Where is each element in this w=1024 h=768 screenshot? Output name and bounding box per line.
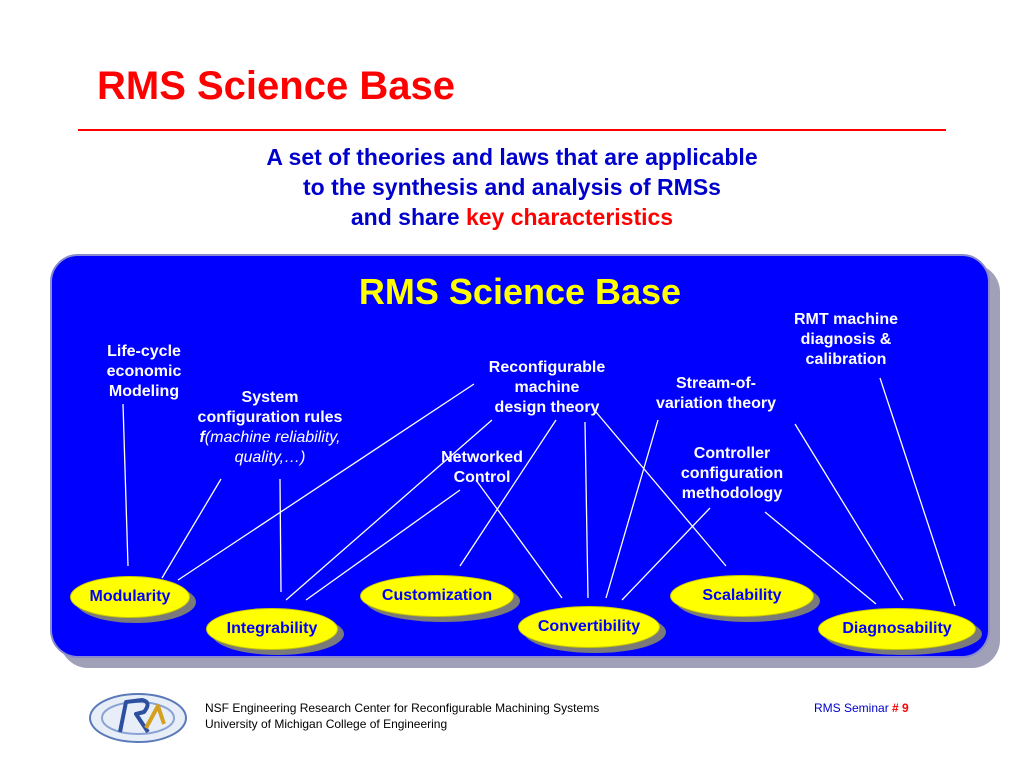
theory-controller-line-1: Controller <box>693 445 771 462</box>
theory-reconfig-line-1: Reconfigurable <box>488 359 606 376</box>
pill-convertibility-label: Convertibility <box>537 618 641 635</box>
pill-diagnosability-label: Diagnosability <box>842 620 952 637</box>
subtitle-key-characteristics: key characteristics <box>465 204 674 230</box>
subtitle-line-3: and share key characteristics <box>0 202 1024 232</box>
theory-networked-line-1: Networked <box>441 449 523 466</box>
footer-institution: NSF Engineering Research Center for Reco… <box>205 700 599 732</box>
theory-lifecycle-line-3: Modeling <box>108 383 180 400</box>
subtitle-line-1: A set of theories and laws that are appl… <box>266 144 758 170</box>
subtitle-line-3-plain: and share <box>350 204 466 230</box>
pill-integrability-label: Integrability <box>226 620 318 637</box>
theory-sysconfig-line-2: configuration rules <box>197 409 343 426</box>
theory-sysconfig-line-1: System <box>241 389 299 406</box>
theory-controller-configuration: Controller configuration methodology <box>662 444 802 504</box>
diagram-panel <box>50 254 990 658</box>
theory-rmt-line-1: RMT machine <box>793 311 898 328</box>
theory-controller-line-2: configuration <box>680 465 784 482</box>
line-networked-integrability <box>305 489 461 601</box>
pill-diagnosability: Diagnosability <box>818 608 976 650</box>
theory-reconfigurable-machine-design: Reconfigurable machine design theory <box>470 358 624 418</box>
line-networked-convertibility <box>475 479 563 599</box>
theory-rmt-machine-diagnosis: RMT machine diagnosis & calibration <box>774 310 918 370</box>
theory-lifecycle-line-2: economic <box>106 363 182 380</box>
theory-rmt-line-3: calibration <box>805 351 887 368</box>
theory-controller-line-3: methodology <box>681 485 783 502</box>
theory-lifecycle-line-1: Life-cycle <box>107 343 181 360</box>
theory-networked-control: Networked Control <box>424 448 540 488</box>
footer-seminar: RMS Seminar # 9 <box>814 700 909 716</box>
line-stream-diagnosability <box>794 423 904 601</box>
line-controller-diagnosability <box>764 511 877 605</box>
pill-customization: Customization <box>360 575 514 617</box>
pill-customization-label: Customization <box>381 587 493 604</box>
footer-slide-number: # 9 <box>892 701 909 715</box>
line-reconfig-convertibility <box>584 421 589 599</box>
footer-line-1: NSF Engineering Research Center for Reco… <box>205 701 600 715</box>
line-stream-convertibility <box>605 419 659 599</box>
pill-modularity-label: Modularity <box>89 588 171 605</box>
theory-lifecycle-economic-modeling: Life-cycle economic Modeling <box>96 342 192 402</box>
pill-scalability: Scalability <box>670 575 814 617</box>
line-reconfig-modularity <box>177 383 475 581</box>
title-divider <box>78 129 946 131</box>
subtitle: A set of theories and laws that are appl… <box>0 142 1024 232</box>
pill-integrability: Integrability <box>206 608 338 650</box>
theory-reconfig-line-2: machine <box>514 379 580 396</box>
theory-stream-line-1: Stream-of- <box>675 375 756 392</box>
theory-sysconfig-italic-2: quality,…) <box>234 449 306 466</box>
theory-system-configuration-rules: System configuration rules f(machine rel… <box>175 388 365 468</box>
line-rmt-diagnosability <box>879 377 956 607</box>
diagram-title: RMS Science Base <box>358 271 682 312</box>
line-sysconfig-integrability <box>279 478 282 593</box>
theory-reconfig-line-3: design theory <box>494 399 600 416</box>
pill-convertibility: Convertibility <box>518 606 660 648</box>
theory-sysconfig-line-3: f(machine reliability, <box>175 428 365 448</box>
pill-modularity: Modularity <box>70 576 190 618</box>
theory-sysconfig-f: f <box>199 429 205 446</box>
line-controller-convertibility <box>621 507 711 601</box>
theory-sysconfig-line-4: quality,…) <box>175 448 365 468</box>
pill-scalability-label: Scalability <box>702 587 782 604</box>
theory-rmt-line-2: diagnosis & <box>800 331 892 348</box>
line-reconfig-scalability <box>595 411 727 567</box>
theory-networked-line-2: Control <box>453 469 511 486</box>
page-title: RMS Science Base <box>97 64 455 108</box>
theory-sysconfig-italic-1: (machine reliability, <box>204 429 341 446</box>
theory-stream-line-2: variation theory <box>655 395 777 412</box>
subtitle-line-2: to the synthesis and analysis of RMSs <box>303 174 721 200</box>
line-lifecycle-modularity <box>122 403 129 567</box>
erc-rms-logo <box>89 693 187 743</box>
line-reconfig-customization <box>459 419 557 567</box>
line-sysconfig-modularity <box>161 478 222 579</box>
footer-line-2: University of Michigan College of Engine… <box>205 717 448 731</box>
footer-seminar-label: RMS Seminar <box>814 701 893 715</box>
theory-stream-of-variation: Stream-of- variation theory <box>636 374 796 414</box>
line-reconfig-integrability <box>285 419 493 601</box>
